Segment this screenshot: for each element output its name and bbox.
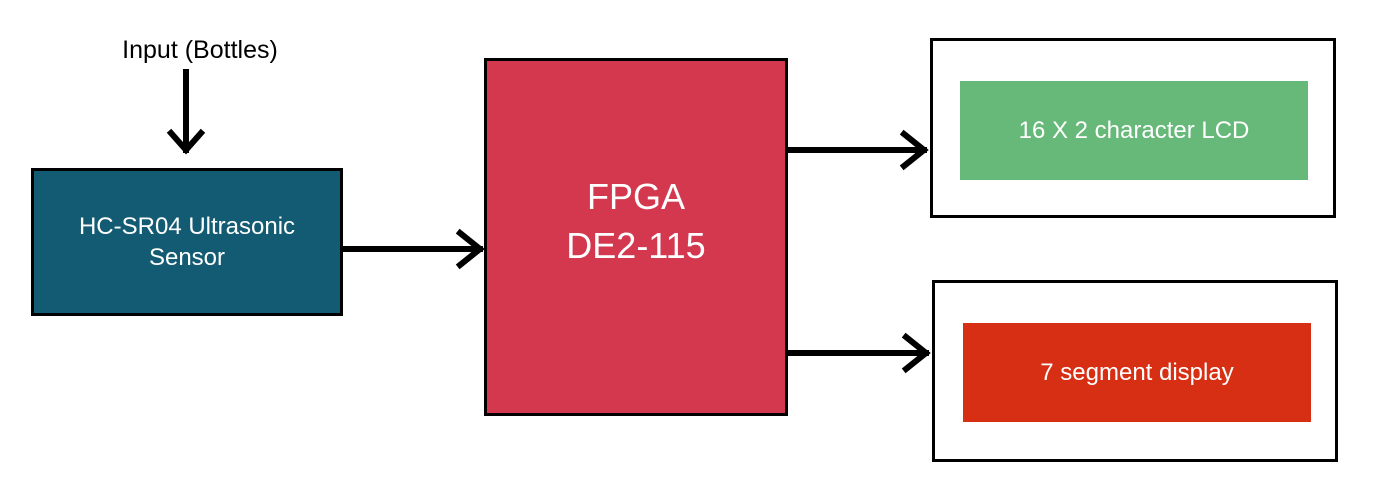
sensor-label-line2: Sensor — [148, 244, 226, 271]
input-arrow — [166, 69, 206, 155]
fpga-to-lcd-arrow — [787, 129, 929, 171]
segment-label: 7 segment display — [1040, 358, 1234, 386]
lcd-block: 16 X 2 character LCD — [960, 81, 1308, 180]
sensor-label-line1: HC-SR04 Ultrasonic — [78, 212, 296, 240]
sensor-to-fpga-arrow — [342, 228, 485, 270]
input-label: Input (Bottles) — [122, 36, 278, 64]
lcd-label: 16 X 2 character LCD — [1018, 116, 1250, 144]
fpga-to-segment-arrow — [787, 332, 931, 374]
fpga-block: FPGA DE2-115 — [484, 58, 788, 416]
segment-block: 7 segment display — [963, 323, 1311, 422]
sensor-block: HC-SR04 Ultrasonic Sensor — [31, 168, 343, 316]
fpga-label-line2: DE2-115 — [566, 224, 706, 266]
fpga-label-line1: FPGA — [586, 176, 685, 217]
